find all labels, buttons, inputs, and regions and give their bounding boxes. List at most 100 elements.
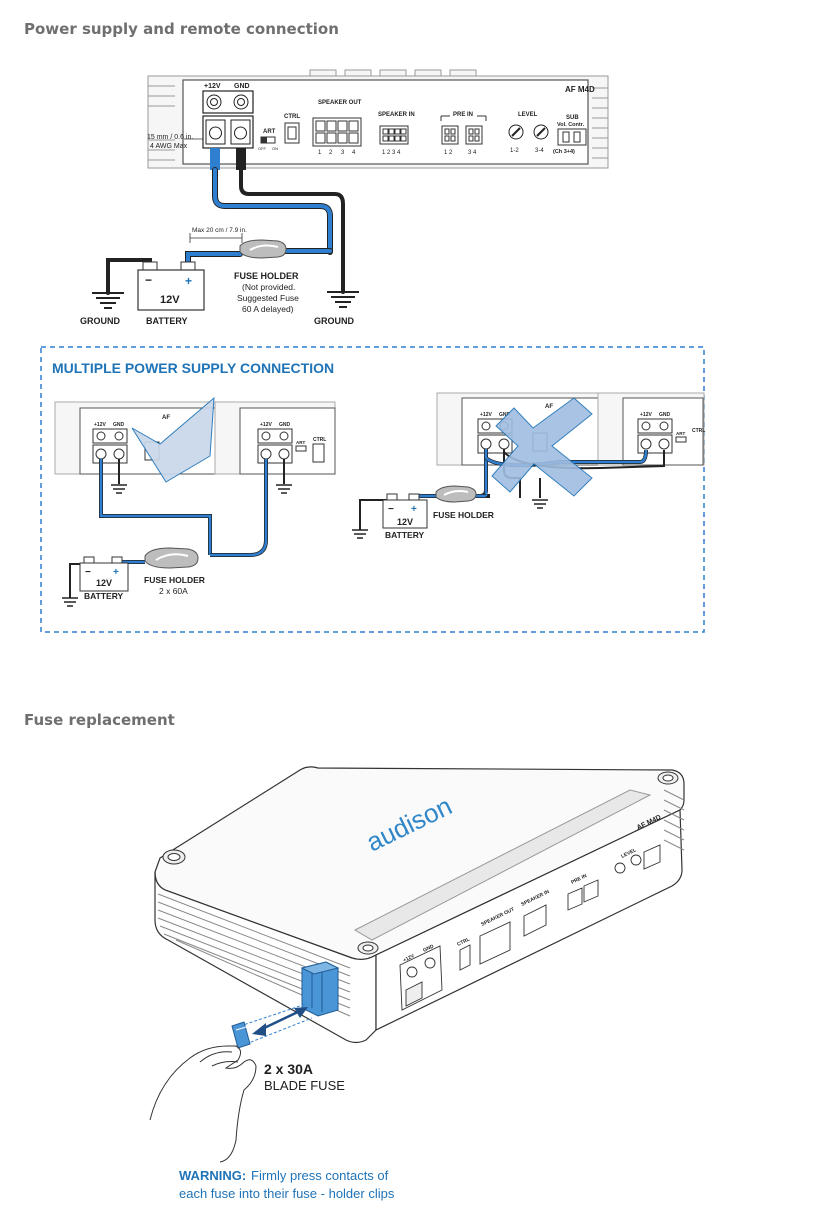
fuse-holder-label-multi: FUSE HOLDER <box>433 510 494 520</box>
sub-connector <box>557 128 587 146</box>
fuse-spec-multi: 2 x 60A <box>159 586 188 596</box>
amp-pos-label: +12V <box>640 412 652 418</box>
ground-symbol-right <box>327 291 359 308</box>
ctrl-label: CTRL <box>284 114 300 120</box>
battery-plus: + <box>185 274 192 288</box>
gnd-label-iso: GND <box>422 943 435 953</box>
battery-label: BATTERY <box>146 316 188 326</box>
sub-label: SUB <box>566 115 579 121</box>
art-off-label: OFF <box>258 146 267 151</box>
fuse-holder-slot <box>300 961 340 1017</box>
battery-top: − + 12V <box>137 261 205 311</box>
pre-in-a: 1 2 <box>444 150 453 156</box>
battery-voltage: 12V <box>160 294 180 306</box>
amp-gnd-label: GND <box>659 412 671 418</box>
art-on-label: ON <box>272 146 278 151</box>
fuse-note-3: 60 A delayed) <box>242 304 294 314</box>
ctrl-label-small: CTRL <box>692 428 705 434</box>
level-label: LEVEL <box>518 112 538 118</box>
amp-pos-label: +12V <box>94 422 106 428</box>
amp-model-short: AF <box>162 415 170 421</box>
speaker-out-label: SPEAKER OUT <box>318 100 362 106</box>
battery-voltage: 12V <box>397 517 413 527</box>
amp-gnd-label: GND <box>279 422 291 428</box>
battery-multi-right: − + 12V <box>382 493 428 529</box>
ground-label-left: GROUND <box>80 316 120 326</box>
ground-symbols-multi-right <box>352 499 548 539</box>
section-title-fuse: Fuse replacement <box>24 711 175 729</box>
level-knobs <box>508 124 549 140</box>
level-b: 3-4 <box>535 148 544 154</box>
pre-in-label: PRE IN <box>453 112 473 118</box>
warning-label: WARNING: <box>179 1168 246 1183</box>
amp-model-short: AF <box>545 404 553 410</box>
speaker-out-num: 2 <box>329 150 333 156</box>
hand-illustration <box>149 1045 257 1163</box>
fuse-holder-label-multi: FUSE HOLDER <box>144 575 205 585</box>
ground-symbols-multi-left <box>62 484 292 607</box>
speaker-in-connector <box>379 125 409 145</box>
multi-supply-title: MULTIPLE POWER SUPPLY CONNECTION <box>52 360 334 376</box>
fuse-type-label: BLADE FUSE <box>264 1078 345 1093</box>
fuse-holder-multi-left <box>144 547 199 569</box>
ctrl-label-iso: CTRL <box>456 937 471 948</box>
battery-voltage: 12V <box>96 578 112 588</box>
sub-ch-label: (Ch 3+4) <box>553 149 575 155</box>
blade-fuse-icon <box>231 1021 251 1049</box>
section-title-power: Power supply and remote connection <box>24 20 339 38</box>
level-a: 1-2 <box>510 148 519 154</box>
fuse-insert-guide <box>239 1003 313 1045</box>
warning-text-1: Firmly press contacts of <box>251 1168 389 1183</box>
fuse-holder-label: FUSE HOLDER <box>234 271 299 281</box>
check-mark <box>131 396 215 483</box>
amp-gnd-label: GND <box>499 412 511 418</box>
sub-vol-label: Vol. Contr. <box>557 122 585 128</box>
fuse-note-1: (Not provided. <box>242 282 295 292</box>
pre-in-connectors <box>441 125 483 145</box>
pre-in-b: 3 4 <box>468 150 477 156</box>
battery-minus: − <box>388 504 394 515</box>
pos-label-iso: +12V <box>402 953 416 964</box>
multi-correct-wiring <box>69 459 285 598</box>
cross-mark <box>491 397 593 497</box>
battery-label-multi: BATTERY <box>385 530 425 540</box>
ctrl-label-small: CTRL <box>313 437 326 443</box>
gnd-terminal-label: GND <box>234 83 250 90</box>
pos-terminal-label: +12V <box>204 83 221 90</box>
fuse-count-label: 2 x 30A <box>264 1061 313 1077</box>
art-label-small: ART <box>676 431 685 436</box>
speaker-out-connector <box>312 117 362 147</box>
amp-fragment-left-2: +12V GND ART CTRL <box>214 401 336 475</box>
multi-supply-frame <box>40 346 705 633</box>
battery-plus: + <box>113 567 119 578</box>
speaker-in-label: SPEAKER IN <box>378 112 415 118</box>
speaker-out-num: 4 <box>352 150 356 156</box>
max-distance-text: Max 20 cm / 7.9 in. <box>192 227 247 234</box>
heatsink-fins-left <box>148 85 175 161</box>
amp-fragment-right-2: +12V GND ART CTRL <box>597 392 705 466</box>
amp-pos-label: +12V <box>480 412 492 418</box>
amplifier-top-view: AF M4D +12V GND 15 mm / 0.6 in. 4 AWG Ma… <box>147 69 609 169</box>
heatsink-fins-right <box>592 87 608 159</box>
speaker-out-num: 1 <box>318 150 322 156</box>
warning-text-2: each fuse into their fuse - holder clips <box>179 1186 395 1201</box>
art-label: ART <box>263 129 276 135</box>
model-label: AF M4D <box>565 85 595 94</box>
amp-gnd-label: GND <box>113 422 125 428</box>
power-terminal-block <box>202 90 254 149</box>
ground-symbol-left <box>92 292 124 309</box>
battery-plus: + <box>411 504 417 515</box>
battery-minus: − <box>85 567 91 578</box>
fuse-holder-top <box>239 239 287 259</box>
cable-gauge-text: 4 AWG Max <box>150 143 188 150</box>
speaker-out-num: 3 <box>341 150 345 156</box>
speaker-in-nums: 1 2 3 4 <box>382 150 401 156</box>
battery-label-multi: BATTERY <box>84 591 124 601</box>
fuse-holder-multi-right <box>435 485 477 503</box>
art-label-small: ART <box>296 440 305 445</box>
amp-pos-label: +12V <box>260 422 272 428</box>
cable-spec-text: 15 mm / 0.6 in. <box>147 134 193 141</box>
amplifier-isometric: audison AF M4D SPEAKER OUT SPEAKER IN PR… <box>154 766 685 1044</box>
max-distance-dimension: Max 20 cm / 7.9 in. <box>189 227 247 243</box>
